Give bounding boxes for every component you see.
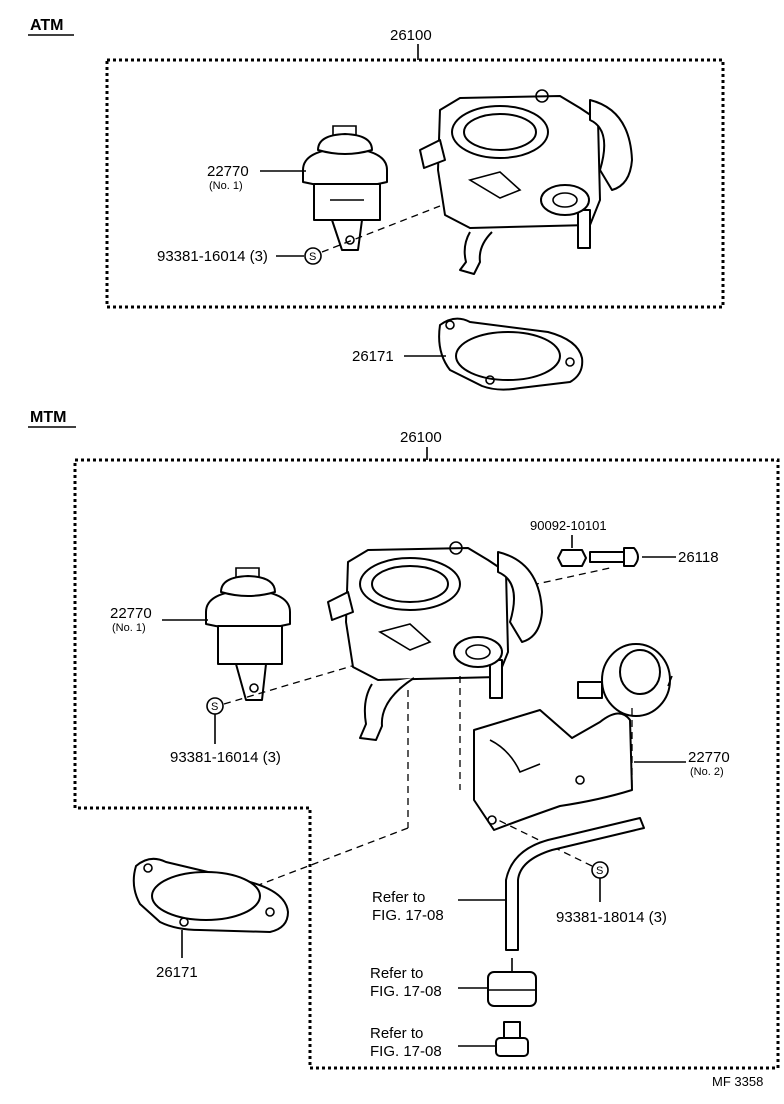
mtm-assembly-code: 26100 (400, 429, 442, 446)
mtm-screw1-code: 93381-16014 (3) (170, 749, 281, 766)
mtm-fitting-drawing (495, 1021, 529, 1057)
atm-gasket-drawing (438, 317, 584, 391)
mtm-screw1-alignment-line (223, 665, 353, 705)
mtm-ref1-line1: Refer to (372, 889, 425, 906)
mtm-screw1-symbol-letter: S (211, 701, 218, 713)
atm-screw-symbol (304, 247, 322, 265)
mtm-screw2-symbol-letter: S (596, 865, 603, 877)
mtm-actuator1-code: 22770 (110, 605, 152, 622)
mtm-ref3-line1: Refer to (370, 1025, 423, 1042)
mtm-bolt-code: 26118 (678, 549, 719, 566)
mtm-bolt-drawing (589, 547, 639, 567)
atm-assembly-code: 26100 (390, 27, 432, 44)
mtm-bolt-alignment-line (531, 567, 611, 586)
figure-id: MF 3358 (712, 1074, 763, 1089)
atm-actuator-sub: (No. 1) (209, 180, 243, 192)
mtm-nut-drawing (557, 549, 587, 567)
mtm-throttle-body-drawing (327, 541, 543, 741)
mtm-ref1-line2: FIG. 17-08 (372, 907, 444, 924)
mtm-ref3-line2: FIG. 17-08 (370, 1043, 442, 1060)
mtm-gasket-drawing (132, 857, 289, 933)
atm-gasket-code: 26171 (352, 348, 394, 365)
mtm-actuator-no2-drawing (473, 643, 673, 831)
atm-actuator-code: 22770 (207, 163, 249, 180)
atm-throttle-body-drawing (419, 89, 633, 275)
atm-assembly-boundary (105, 58, 725, 309)
mtm-actuator2-sub: (No. 2) (690, 766, 724, 778)
mtm-gasket-alignment-diag (255, 827, 409, 887)
mtm-actuator-no1-drawing (205, 567, 291, 701)
atm-section: ATM 26100 22770 (No. 1) 93381-16014 (3) … (28, 17, 725, 391)
mtm-actuator2-code: 22770 (688, 749, 730, 766)
mtm-section: MTM 26100 90092-10101 26118 22770 (No. 1… (28, 409, 780, 1070)
mtm-assembly-boundary (73, 458, 780, 1070)
atm-actuator-no1-drawing (302, 125, 388, 251)
atm-screw-alignment-line (321, 205, 441, 253)
mtm-ref2-line2: FIG. 17-08 (370, 983, 442, 1000)
mtm-filter-drawing (487, 958, 537, 1007)
mtm-hose-drawing (505, 817, 645, 951)
atm-screw-code: 93381-16014 (3) (157, 248, 268, 265)
mtm-ref2-line1: Refer to (370, 965, 423, 982)
mtm-gasket-code: 26171 (156, 964, 198, 981)
mtm-heading: MTM (30, 409, 66, 426)
atm-screw-symbol-letter: S (309, 251, 316, 263)
atm-heading: ATM (30, 17, 63, 34)
mtm-nut-code: 90092-10101 (530, 518, 607, 533)
mtm-actuator1-sub: (No. 1) (112, 622, 146, 634)
mtm-screw2-code: 93381-18014 (3) (556, 909, 667, 926)
